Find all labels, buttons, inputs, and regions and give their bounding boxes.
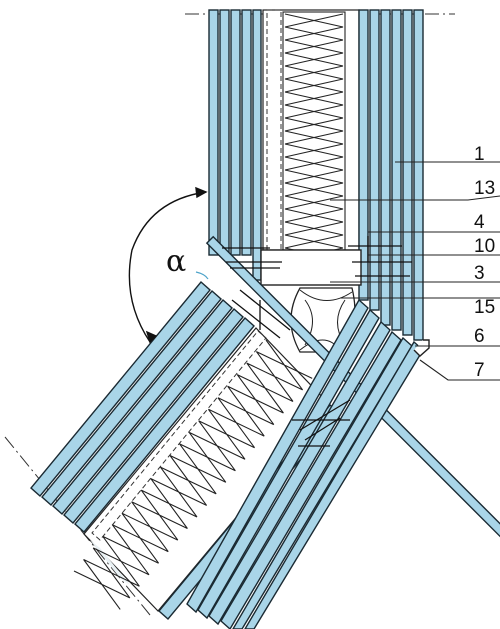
inclined-wall-boards-outer (30, 280, 255, 534)
angle-alpha-arc (128, 186, 209, 344)
callout-label-1: 1 (474, 144, 485, 165)
inclined-insulation (73, 327, 331, 612)
vertical-right-boards (358, 9, 424, 341)
callout-label-4: 4 (474, 212, 485, 233)
callout-label-15: 15 (474, 297, 495, 318)
junction-insulation-weave (299, 289, 353, 351)
callout-label-3: 3 (474, 263, 485, 284)
angle-alpha-symbol: α (166, 244, 186, 279)
vertical-left-boards (208, 9, 262, 281)
fasteners (222, 236, 412, 447)
callout-label-10: 10 (474, 236, 495, 257)
vertical-wall (208, 9, 424, 341)
callout-label-7: 7 (474, 360, 485, 381)
inclined-wall-boards-inner (158, 298, 424, 629)
corner-angle-profile (413, 339, 430, 357)
callout-label-6: 6 (474, 326, 485, 347)
callout-labels: 1 13 4 10 3 15 6 7 (474, 144, 495, 381)
callout-leaders (330, 161, 500, 381)
callout-label-13: 13 (474, 178, 495, 199)
